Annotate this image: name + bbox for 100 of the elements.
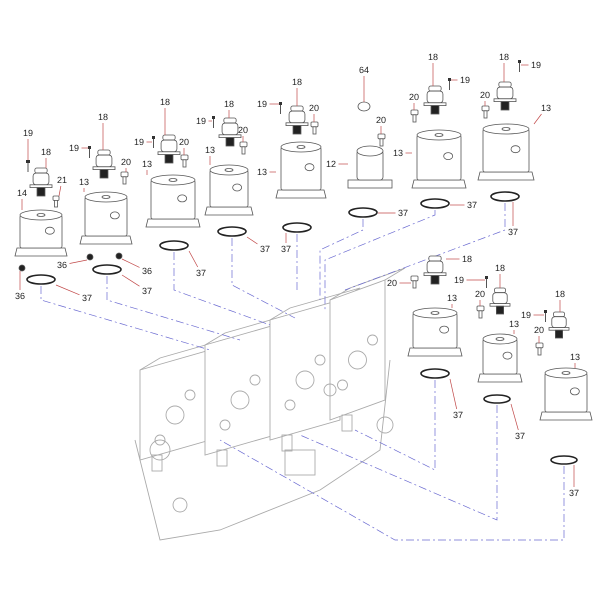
callout-number: 18 (553, 288, 567, 300)
bolt-drawing (120, 172, 128, 184)
leader-line (58, 186, 62, 196)
o-ring-drawing (420, 368, 450, 379)
cover-drawing (348, 146, 392, 188)
screw-drawing (518, 60, 521, 72)
bolt-drawing (180, 154, 188, 168)
callout-number: 19 (458, 74, 472, 86)
callout-number: 20 (236, 124, 250, 136)
bolt-drawing (240, 142, 248, 154)
callout-number: 14 (15, 188, 29, 198)
callout-number: 13 (77, 176, 91, 188)
housing-drawing (477, 124, 535, 180)
screw-drawing (212, 116, 215, 128)
leader-line (122, 274, 140, 287)
callout-number: 64 (357, 64, 371, 76)
callout-number: 18 (493, 262, 507, 274)
callout-number: 20 (478, 90, 492, 100)
leader-line (228, 110, 230, 118)
solenoid-cartridge-drawing (158, 134, 180, 164)
solenoid-cartridge-drawing (286, 106, 308, 134)
housing-drawing (204, 164, 254, 216)
housing-drawing (407, 308, 463, 356)
leader-line (242, 136, 244, 142)
screw-drawing (88, 146, 91, 158)
callout-number: 37 (567, 488, 581, 498)
housing-drawing (79, 192, 133, 244)
callout-number: 19 (132, 136, 146, 148)
callout-number: 20 (374, 114, 388, 126)
leader-line (512, 202, 514, 226)
callout-number: 37 (451, 410, 465, 420)
callout-number: 18 (39, 146, 53, 158)
housing-drawing (411, 130, 467, 188)
leader-line (520, 64, 529, 66)
leader-line (296, 88, 298, 106)
cap-drawing (358, 102, 370, 112)
housing-drawing (275, 142, 327, 198)
bolt-drawing (410, 110, 418, 122)
callout-number: 37 (194, 268, 208, 278)
o-ring-drawing (159, 240, 189, 251)
callout-number: 36 (13, 290, 27, 302)
leader-line (146, 170, 148, 176)
solenoid-cartridge-drawing (424, 86, 446, 114)
leader-line (450, 204, 465, 206)
callout-number: 20 (473, 288, 487, 300)
callout-number: 12 (324, 158, 338, 170)
o-ring-drawing (26, 274, 56, 285)
callout-number: 18 (158, 96, 172, 108)
callout-number: 18 (426, 52, 440, 62)
plug-drawing (116, 252, 122, 260)
callout-number: 19 (21, 128, 35, 138)
leader-line (533, 314, 544, 316)
callout-number: 36 (140, 266, 154, 276)
leader-line (399, 282, 412, 284)
leader-line (538, 336, 540, 344)
o-ring-drawing (348, 207, 378, 218)
solenoid-cartridge-drawing (30, 168, 52, 196)
o-ring-drawing (92, 264, 122, 275)
callout-number: 13 (445, 292, 459, 304)
leader-line (188, 250, 198, 268)
callout-number: 13 (255, 166, 269, 178)
bolt-drawing (52, 196, 60, 208)
solenoid-cartridge-drawing (424, 256, 446, 284)
screw-drawing (26, 160, 30, 172)
leader-line (122, 258, 140, 268)
o-ring-drawing (490, 191, 520, 202)
leader-line (510, 404, 519, 430)
housing-drawing (477, 334, 523, 382)
callout-number: 37 (80, 292, 94, 304)
housing-drawing (539, 368, 593, 420)
screw-drawing (152, 136, 155, 148)
callout-number: 18 (497, 52, 511, 62)
leader-line (574, 362, 576, 368)
callout-number: 21 (55, 174, 69, 186)
leader-line (484, 100, 486, 106)
callout-number: 19 (255, 98, 269, 110)
housing-drawing (145, 174, 201, 228)
solenoid-cartridge-drawing (548, 312, 570, 338)
callout-number: 20 (385, 278, 399, 288)
callout-number: 13 (507, 318, 521, 330)
callout-number: 20 (119, 156, 133, 168)
callout-number: 20 (307, 102, 321, 114)
leader-line (405, 152, 412, 154)
screw-drawing (485, 276, 488, 288)
solenoid-cartridge-drawing (494, 82, 516, 110)
leader-line (102, 122, 104, 150)
leader-line (164, 108, 166, 136)
leader-line (378, 212, 396, 214)
callout-number: 20 (177, 136, 191, 148)
o-ring-drawing (282, 222, 312, 233)
leader-line (56, 284, 80, 296)
leader-line (208, 120, 212, 122)
callout-number: 37 (140, 286, 154, 296)
solenoid-cartridge-drawing (92, 150, 116, 178)
callout-number: 18 (96, 112, 110, 122)
plug-drawing (18, 264, 26, 272)
screw-drawing (544, 310, 547, 322)
callout-number: 20 (407, 92, 421, 102)
o-ring-drawing (217, 226, 247, 237)
leader-line (69, 260, 88, 264)
